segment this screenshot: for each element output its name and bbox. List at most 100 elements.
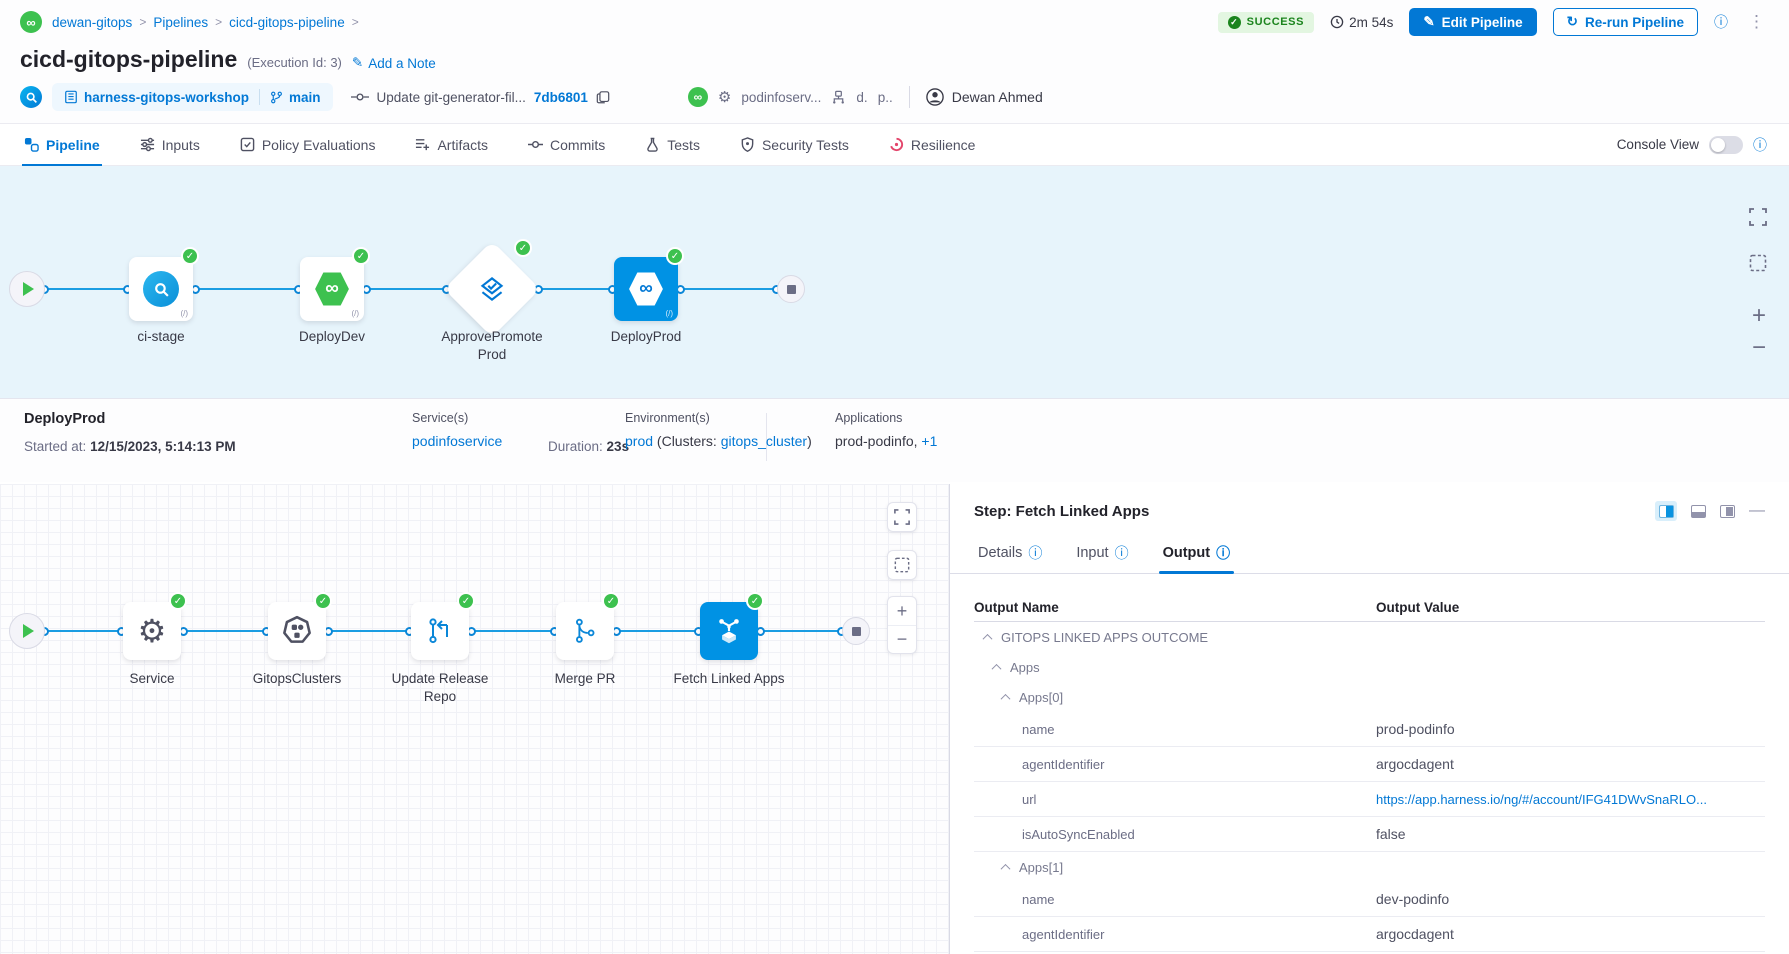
- zoom-out-icon[interactable]: −: [888, 625, 916, 653]
- output-value: argocdagent: [1376, 756, 1454, 772]
- tab-label: Details: [978, 545, 1023, 561]
- pencil-icon: ✎: [1423, 14, 1435, 29]
- stage-node-ci-stage[interactable]: (/): [129, 257, 193, 321]
- step-node-gitopsclusters[interactable]: [268, 602, 326, 660]
- output-value-link[interactable]: https://app.harness.io/ng/#/account/IFG4…: [1376, 791, 1707, 807]
- collapse-chevron-icon[interactable]: [982, 633, 993, 644]
- info-icon[interactable]: ⓘ: [1114, 545, 1129, 561]
- tab-label: Resilience: [910, 136, 976, 153]
- zoom-controls: + −: [887, 596, 917, 654]
- step-node-merge-pr[interactable]: [556, 602, 614, 660]
- tab-policy-evaluations[interactable]: Policy Evaluations: [238, 124, 378, 165]
- zoom-in-icon[interactable]: +: [896, 600, 908, 621]
- step-node-fetch-linked-apps[interactable]: [700, 602, 758, 660]
- policy-icon: [240, 137, 255, 152]
- step-panel-tab-details[interactable]: Details ⓘ: [978, 545, 1042, 573]
- console-view-toggle[interactable]: [1709, 135, 1743, 154]
- play-icon: [23, 624, 34, 638]
- info-icon[interactable]: ⓘ: [1028, 545, 1043, 561]
- repo-link[interactable]: harness-gitops-workshop: [64, 90, 249, 105]
- approval-icon: [458, 255, 526, 323]
- service-name-short[interactable]: podinfoserv...: [741, 89, 822, 105]
- rerun-info-icon[interactable]: ⓘ: [1714, 14, 1728, 30]
- tab-label: Commits: [550, 136, 606, 153]
- environment-link[interactable]: prod: [625, 433, 654, 449]
- stage-node-approvepromoteprod[interactable]: [443, 240, 541, 338]
- branch-link[interactable]: main: [270, 90, 321, 105]
- script-indicator: (/): [665, 309, 673, 318]
- minimize-panel-icon[interactable]: —: [1749, 502, 1765, 519]
- tab-artifacts[interactable]: Artifacts: [413, 124, 490, 165]
- fullscreen-icon[interactable]: [1749, 208, 1767, 226]
- pipeline-edge: [27, 288, 791, 290]
- step-panel-header: Step: Fetch Linked Apps —: [974, 484, 1765, 528]
- tab-resilience[interactable]: Resilience: [887, 124, 978, 165]
- breadcrumb-link-0[interactable]: dewan-gitops: [52, 14, 133, 30]
- panel-layout-controls: —: [1655, 501, 1765, 521]
- collapse-chevron-icon[interactable]: [991, 663, 1002, 674]
- marquee-select-icon[interactable]: [1749, 254, 1767, 272]
- gitops-module-icon: ∞: [20, 11, 42, 33]
- step-node-update-release-repo[interactable]: [411, 602, 469, 660]
- success-check-icon: ✓: [514, 239, 532, 257]
- info-icon[interactable]: ⓘ: [1216, 545, 1231, 561]
- layout-split-right-icon[interactable]: [1655, 501, 1677, 521]
- output-value: argocdagent: [1376, 926, 1454, 942]
- layout-bottom-icon[interactable]: [1691, 504, 1706, 518]
- breadcrumb-row: ∞ dewan-gitops>Pipelines>cicd-gitops-pip…: [0, 0, 1789, 44]
- stage-details-strip: DeployProd Started at: 12/15/2023, 5:14:…: [0, 398, 1789, 482]
- step-start-node[interactable]: [9, 613, 45, 649]
- tab-pipeline[interactable]: Pipeline: [22, 124, 102, 166]
- breadcrumb-link-1[interactable]: Pipelines: [153, 14, 209, 30]
- tabs: Pipeline Inputs Policy Evaluations Artifact…: [22, 124, 1013, 166]
- environment-icon: [833, 90, 845, 104]
- rerun-pipeline-button[interactable]: ↻ Re-run Pipeline: [1552, 8, 1698, 36]
- step-node-service[interactable]: ⚙: [123, 602, 181, 660]
- service-link[interactable]: podinfoservice: [412, 433, 503, 449]
- stage-start-node[interactable]: [9, 271, 45, 307]
- repo-icon: [65, 90, 77, 104]
- step-panel-tab-output[interactable]: Output ⓘ: [1158, 545, 1234, 574]
- marquee-select-icon[interactable]: [887, 550, 917, 580]
- stage-node-label: ApprovePromoteProd: [441, 329, 543, 363]
- gitops-blue-icon: ∞: [628, 271, 664, 307]
- step-node-label: Merge PR: [554, 671, 616, 686]
- output-value: prod-podinfo: [1376, 721, 1455, 737]
- tab-label: Output: [1162, 545, 1211, 561]
- output-key: url: [1022, 791, 1037, 807]
- breadcrumb-link-2[interactable]: cicd-gitops-pipeline: [229, 14, 345, 30]
- step-graph-canvas[interactable]: + − ⚙✓Service✓GitopsClusters✓Update Rele…: [0, 484, 949, 954]
- tab-commits[interactable]: Commits: [526, 124, 607, 165]
- trigger-user: Dewan Ahmed: [925, 88, 1043, 106]
- zoom-in-icon[interactable]: +: [1751, 302, 1766, 329]
- fullscreen-icon[interactable]: [887, 502, 917, 532]
- env-short-a[interactable]: d.: [856, 89, 868, 105]
- zoom-out-icon[interactable]: −: [1751, 334, 1766, 361]
- add-note-link[interactable]: ✎ Add a Note: [351, 55, 436, 71]
- applications-more-link[interactable]: +1: [921, 433, 938, 449]
- duration-value: 2m 54s: [1349, 14, 1394, 30]
- cluster-link[interactable]: gitops_cluster: [720, 433, 808, 449]
- env-short-b[interactable]: p..: [877, 89, 893, 105]
- edit-pipeline-button[interactable]: ✎ Edit Pipeline: [1409, 8, 1537, 36]
- stage-node-deployprod[interactable]: ∞(/): [614, 257, 678, 321]
- tab-inputs[interactable]: Inputs: [138, 124, 202, 165]
- inputs-icon: [140, 137, 155, 152]
- output-value: dev-podinfo: [1376, 891, 1450, 907]
- success-check-icon: ✓: [169, 592, 187, 610]
- commit-sha-link[interactable]: 7db6801: [533, 89, 588, 105]
- copy-icon[interactable]: [596, 90, 610, 105]
- tab-tests[interactable]: Tests: [643, 124, 702, 165]
- collapse-chevron-icon[interactable]: [1000, 863, 1011, 874]
- console-view-info-icon[interactable]: ⓘ: [1753, 136, 1767, 153]
- layout-right-icon[interactable]: [1720, 504, 1735, 518]
- stage-graph-canvas[interactable]: + − (/)✓ci-stage∞(/)✓DeployDev✓ApprovePr…: [0, 166, 1789, 398]
- collapse-chevron-icon[interactable]: [1000, 693, 1011, 704]
- tab-security-tests[interactable]: Security Tests: [738, 124, 851, 165]
- stage-node-deploydev[interactable]: ∞(/): [300, 257, 364, 321]
- page-title: cicd-gitops-pipeline: [20, 46, 238, 72]
- more-options-icon[interactable]: ⋮: [1748, 12, 1765, 31]
- gear-icon: ⚙: [717, 89, 732, 106]
